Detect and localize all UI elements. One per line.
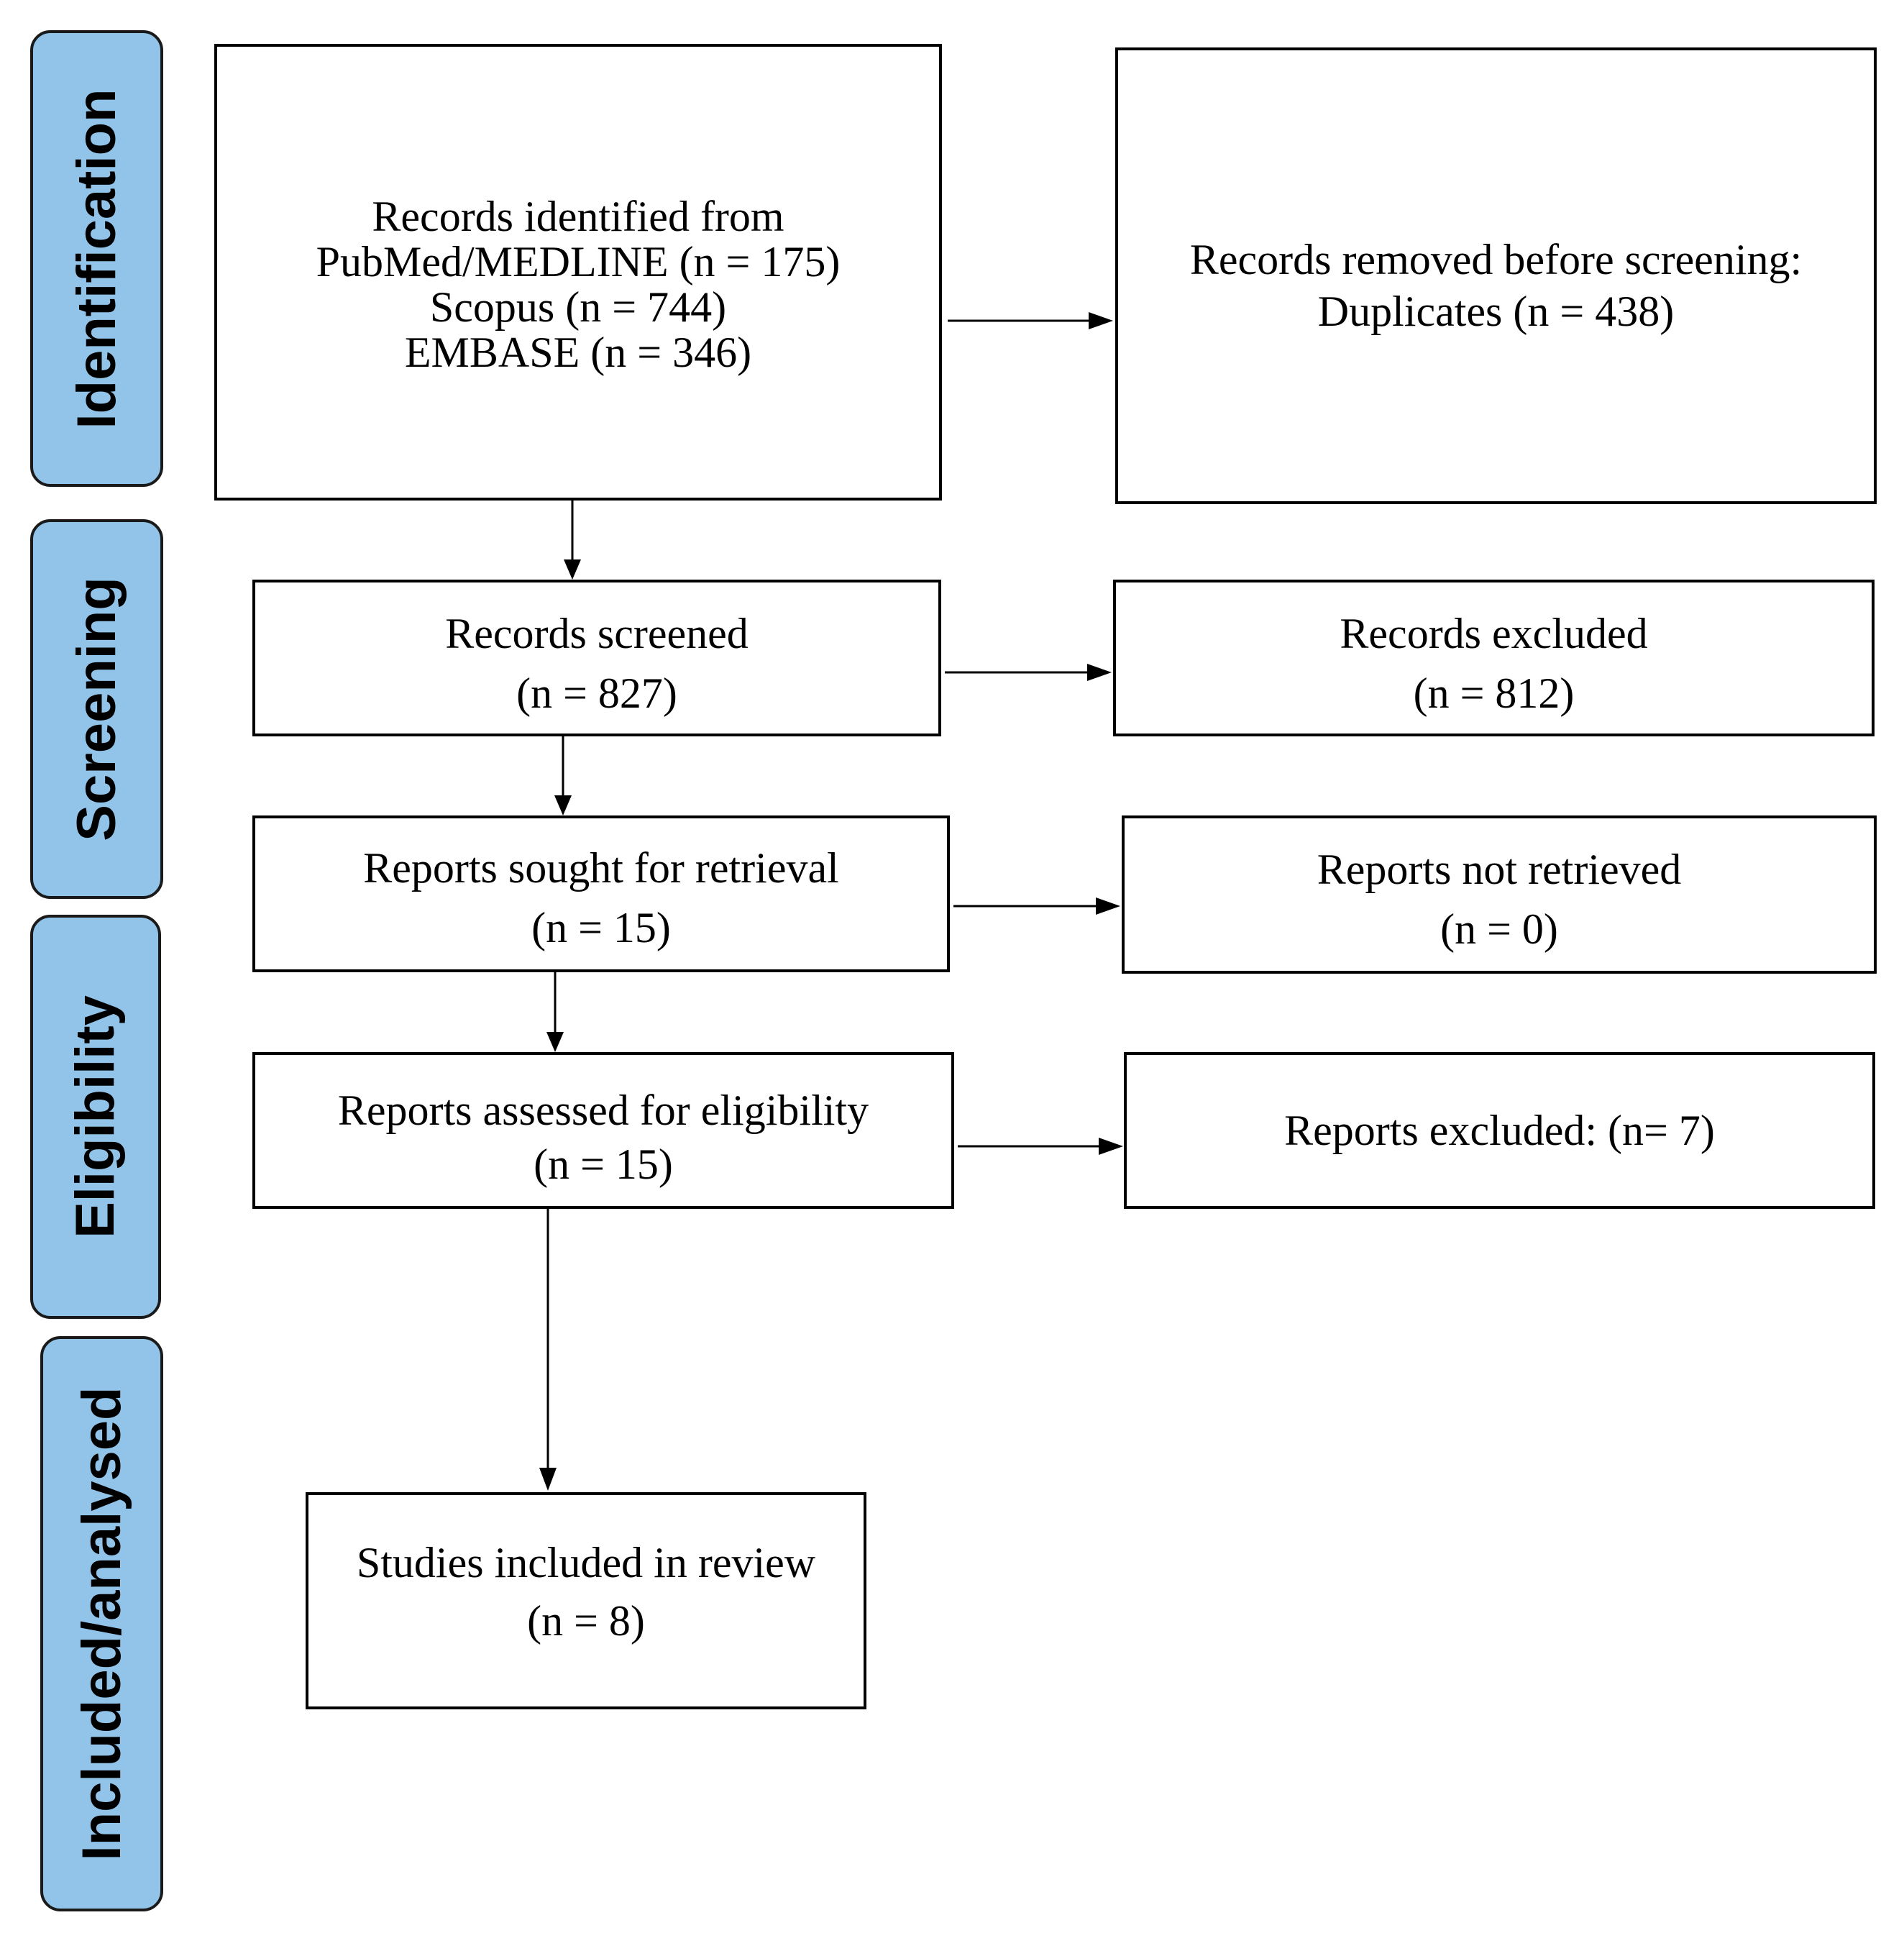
phase-identification: Identification [30,30,163,487]
arrowhead-identified-to-screened [564,559,581,580]
arrowhead-screened-to-excluded [1087,664,1112,681]
records-excluded-box: Records excluded (n = 812) [1113,580,1875,736]
phase-identification-label: Identification [65,88,127,429]
reports-not-retrieved-box: Reports not retrieved (n = 0) [1122,815,1877,974]
reports-sought-box: Reports sought for retrieval (n = 15) [252,815,950,972]
records-screened-count: (n = 827) [516,669,677,717]
phase-screening: Screening [30,519,163,899]
records-identified-embase: EMBASE (n = 346) [404,329,752,376]
arrowhead-sought-to-not-retrieved [1096,897,1120,915]
records-identified-pubmed: PubMed/MEDLINE (n = 175) [316,238,841,285]
records-screened-title: Records screened [445,610,749,657]
reports-assessed-box: Reports assessed for eligibility (n = 15… [252,1052,954,1209]
reports-sought-title: Reports sought for retrieval [363,844,839,892]
records-identified-title: Records identified from [372,193,784,240]
phase-screening-label: Screening [65,577,127,841]
records-screened-box: Records screened (n = 827) [252,580,941,736]
reports-assessed-title: Reports assessed for eligibility [337,1087,869,1134]
arrowhead-identified-to-removed [1089,312,1113,329]
phase-included-label: Included/analysed [70,1386,132,1861]
records-identified-box: Records identified from PubMed/MEDLINE (… [214,44,942,501]
reports-excluded-box: Reports excluded: (n= 7) [1124,1052,1875,1209]
arrowhead-assessed-to-excluded [1099,1138,1123,1155]
records-identified-scopus: Scopus (n = 744) [429,283,727,331]
studies-included-count: (n = 8) [527,1597,645,1645]
arrowhead-assessed-to-included [539,1468,557,1491]
studies-included-box: Studies included in review (n = 8) [306,1492,866,1709]
phase-included: Included/analysed [40,1336,163,1911]
reports-not-retrieved-title: Reports not retrieved [1317,846,1682,893]
reports-excluded-text: Reports excluded: (n= 7) [1284,1106,1715,1154]
studies-included-title: Studies included in review [356,1539,816,1586]
phase-eligibility: Eligibility [30,915,161,1319]
reports-sought-count: (n = 15) [531,903,671,951]
reports-assessed-count: (n = 15) [534,1141,673,1188]
records-excluded-count: (n = 812) [1413,669,1575,717]
records-removed-title: Records removed before screening: [1189,236,1803,283]
arrowhead-sought-to-assessed [546,1032,564,1052]
records-excluded-title: Records excluded [1340,610,1648,657]
records-removed-duplicates: Duplicates (n = 438) [1317,288,1675,335]
reports-not-retrieved-count: (n = 0) [1440,905,1558,953]
records-removed-box: Records removed before screening: Duplic… [1115,47,1877,504]
arrowhead-screened-to-sought [554,795,572,815]
phase-eligibility-label: Eligibility [65,995,126,1238]
